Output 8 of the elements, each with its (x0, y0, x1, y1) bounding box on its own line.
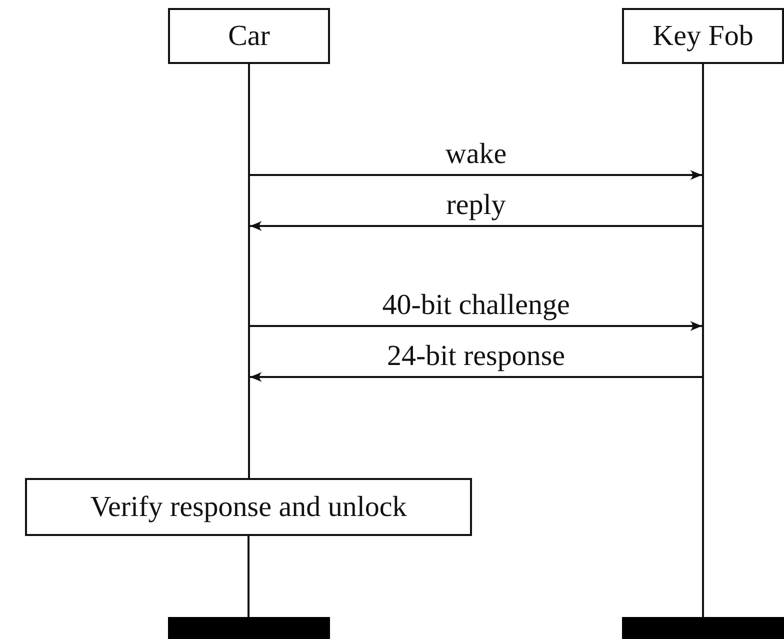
lifeline-end-bar (622, 617, 784, 639)
lifeline (702, 64, 704, 617)
lifeline (248, 536, 250, 617)
participant-box: Car (168, 8, 330, 64)
lifeline (248, 64, 250, 478)
lifeline-end-bar (168, 617, 330, 639)
action-box: Verify response and unlock (25, 478, 472, 536)
participant-box: Key Fob (622, 8, 784, 64)
